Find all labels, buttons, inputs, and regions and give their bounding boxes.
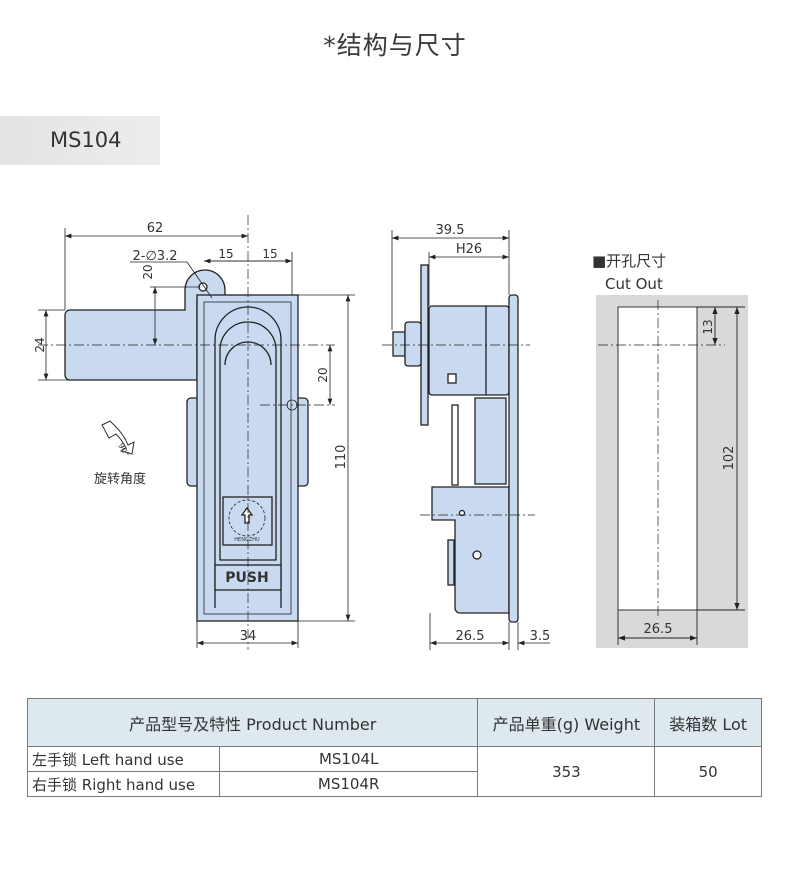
front-dimensions bbox=[38, 228, 355, 648]
side-bezel bbox=[508, 294, 519, 623]
dim-15-left: 15 bbox=[218, 247, 233, 261]
dim-20-right: 20 bbox=[316, 367, 330, 382]
mounting-hole bbox=[198, 282, 208, 292]
dim-102: 102 bbox=[722, 446, 737, 471]
bolt bbox=[392, 331, 406, 357]
hand-type: 左手锁 Left hand use bbox=[27, 746, 220, 772]
dim-39-5: 39.5 bbox=[436, 223, 465, 238]
side-view bbox=[382, 264, 535, 623]
brand-text: HENGZHU bbox=[234, 537, 260, 543]
page-title: *结构与尺寸 bbox=[323, 31, 467, 60]
nut bbox=[404, 321, 422, 367]
lot-value: 50 bbox=[654, 746, 762, 797]
header-product-number: 产品型号及特性 Product Number bbox=[26, 698, 479, 747]
dim-26-5-cutout: 26.5 bbox=[644, 622, 673, 637]
dim-24: 24 bbox=[33, 337, 47, 352]
cutout-drawing bbox=[596, 295, 748, 648]
dim-26-5-side: 26.5 bbox=[456, 629, 485, 644]
hand-type: 右手锁 Right hand use bbox=[27, 771, 220, 797]
push-text: PUSH bbox=[225, 570, 268, 586]
rotation-label: 旋转角度 bbox=[94, 471, 146, 487]
lower-housing bbox=[431, 486, 510, 614]
spring-block bbox=[474, 397, 507, 485]
model-label: MS104 bbox=[50, 128, 122, 152]
weight-value: 353 bbox=[477, 746, 656, 797]
model-number: MS104R bbox=[218, 771, 479, 797]
dim-13: 13 bbox=[701, 319, 715, 334]
model-number: MS104L bbox=[218, 746, 479, 772]
table-row: 左手锁 Left hand use MS104L 353 50 bbox=[27, 746, 762, 797]
dim-34: 34 bbox=[240, 629, 257, 644]
table-header-row: 产品型号及特性 Product Number 产品单重(g) Weight 装箱… bbox=[26, 698, 762, 747]
product-table: 产品型号及特性 Product Number 产品单重(g) Weight 装箱… bbox=[26, 698, 762, 797]
rotation-arrow-icon bbox=[101, 420, 135, 455]
header-lot: 装箱数 Lot bbox=[654, 698, 762, 747]
front-view bbox=[38, 215, 335, 650]
side-dimensions bbox=[391, 230, 550, 650]
upper-housing bbox=[428, 305, 510, 396]
dim-20-upper: 20 bbox=[141, 264, 155, 279]
dim-h26: H26 bbox=[456, 242, 482, 257]
table-row: 右手锁 Right hand use MS104R bbox=[27, 771, 762, 797]
dim-110: 110 bbox=[334, 445, 349, 470]
dim-62: 62 bbox=[147, 221, 164, 236]
dim-holes: 2-∅3.2 bbox=[133, 249, 178, 264]
header-weight: 产品单重(g) Weight bbox=[477, 698, 656, 747]
latch-tab bbox=[447, 539, 455, 586]
dim-3-5: 3.5 bbox=[530, 629, 551, 644]
cutout-title: ■开孔尺寸 bbox=[592, 252, 666, 270]
key-arrow-icon bbox=[240, 506, 254, 524]
dim-15-right: 15 bbox=[262, 247, 277, 261]
cutout-subtitle: Cut Out bbox=[605, 275, 663, 293]
model-tab: MS104 bbox=[0, 116, 160, 165]
locking-arm bbox=[64, 269, 226, 381]
